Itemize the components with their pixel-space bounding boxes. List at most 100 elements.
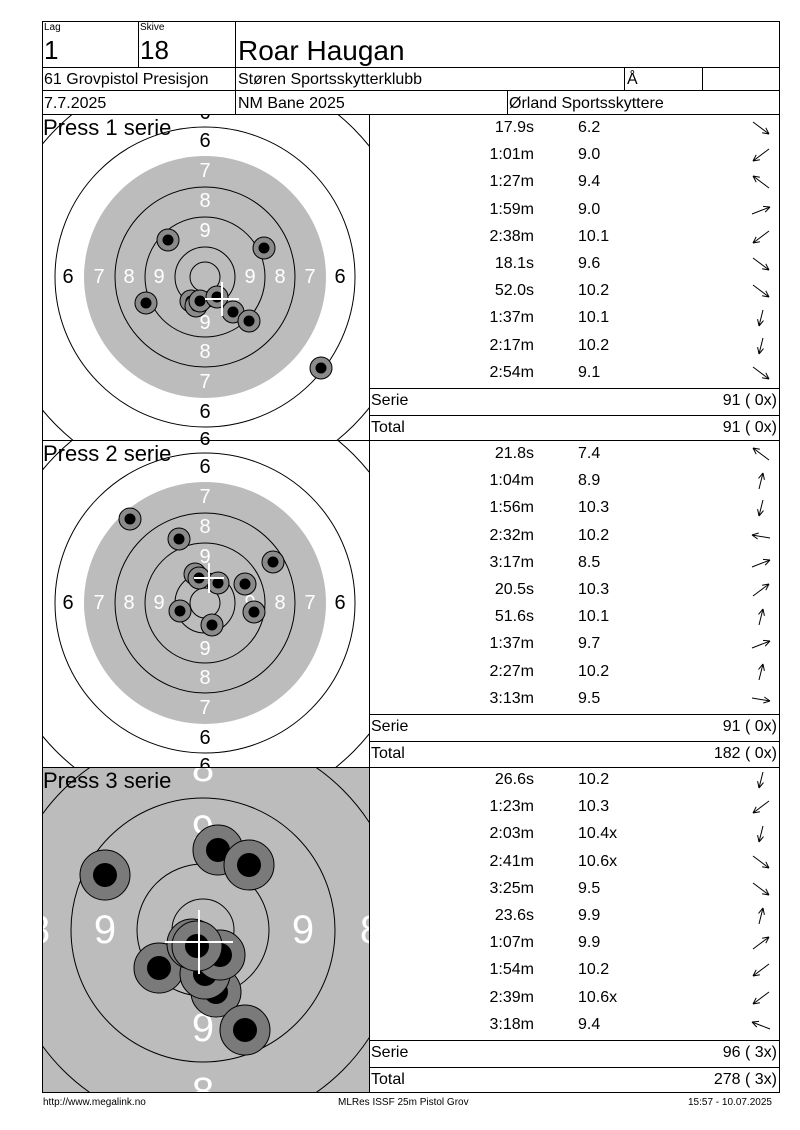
lag-value: 1: [44, 35, 59, 65]
ring-label: 7: [199, 371, 210, 393]
shooter-name: Roar Haugan: [238, 35, 405, 66]
ring-label: 9: [292, 908, 314, 952]
group-center-cross: [165, 910, 233, 974]
shot-hole: [252, 236, 276, 260]
serie-label: Serie: [371, 717, 409, 735]
shot-score: 8.5: [578, 553, 601, 571]
ring-label: 8: [123, 266, 134, 288]
shot-score: 8.9: [578, 472, 601, 490]
footer-url[interactable]: http://www.megalink.no: [43, 1097, 146, 1108]
ring-8: [114, 186, 296, 368]
shot-time: 2:39m: [489, 988, 534, 1006]
shot-time: 18.1s: [494, 255, 534, 272]
ring-label: 6: [199, 130, 210, 152]
ring-label: 9: [153, 266, 164, 288]
direction-arrow-icon: [750, 1016, 772, 1034]
panel-title: Press 3 serie: [43, 768, 172, 793]
aim-black: [84, 156, 326, 398]
shot-time: 3:18m: [489, 1015, 534, 1033]
total-label: Total: [371, 418, 405, 436]
shot-score: 10.4x: [578, 825, 618, 843]
direction-arrow-icon: [750, 499, 772, 517]
ring-label: 7: [199, 486, 210, 508]
shot-time: 2:41m: [489, 852, 534, 870]
direction-arrow-icon: [750, 472, 772, 490]
serie-value: 96 ( 3x): [722, 1043, 777, 1061]
event-date: 7.7.2025: [44, 95, 107, 112]
ring-label: 8: [199, 190, 210, 212]
footer-software: MLRes ISSF 25m Pistol Grov: [338, 1097, 469, 1108]
ring-label: 6: [62, 592, 73, 614]
ring-label: 8: [43, 908, 50, 952]
shot-score: 10.3: [578, 798, 610, 816]
shot-time: 26.6s: [494, 771, 534, 788]
direction-arrow-icon: [750, 201, 772, 219]
direction-arrow-icon: [750, 309, 772, 327]
direction-arrow-icon: [750, 663, 772, 681]
direction-arrow-icon: [750, 961, 772, 979]
shot-hole: [168, 599, 192, 623]
shot-hole: [167, 527, 191, 551]
shot-time: 1:07m: [489, 934, 534, 952]
total-value: 182 ( 0x): [713, 744, 777, 762]
direction-arrow-icon: [750, 989, 772, 1007]
direction-arrow-icon: [750, 771, 772, 789]
direction-arrow-icon: [750, 554, 772, 572]
shot-score: 10.2: [578, 662, 610, 680]
ring-9: [144, 216, 266, 338]
shot-time: 2:27m: [489, 662, 534, 680]
direction-arrow-icon: [750, 119, 772, 137]
total-row: Total 91 ( 0x): [370, 415, 780, 442]
serie-label: Serie: [371, 1043, 409, 1061]
extra-field: Å: [627, 71, 638, 88]
shot-hole: [242, 600, 266, 624]
shot-holes: [134, 228, 333, 380]
ring-8: [114, 512, 296, 694]
shot-time: 1:37m: [489, 309, 534, 327]
ring-label: 9: [94, 908, 116, 952]
ring-label: 8: [192, 768, 214, 790]
shot-hole: [233, 572, 257, 596]
shot-score: 10.3: [578, 499, 610, 517]
total-label: Total: [371, 744, 405, 762]
direction-arrow-icon: [750, 445, 772, 463]
shot-score: 9.0: [578, 146, 601, 164]
shot-row: 1:04m 8.9: [370, 468, 780, 495]
shot-time: 17.9s: [494, 119, 534, 136]
ring-6: [54, 126, 356, 428]
shot-time: 52.0s: [494, 282, 534, 300]
ring-label: 6: [334, 266, 345, 288]
event-name: NM Bane 2025: [238, 95, 345, 112]
shot-time: 1:54m: [489, 961, 534, 979]
serie-row: Serie 96 ( 3x): [370, 1040, 780, 1067]
shot-time: 1:04m: [489, 472, 534, 490]
shot-hole: [156, 228, 180, 252]
ring-label: 6: [199, 115, 210, 124]
total-value: 91 ( 0x): [722, 418, 777, 436]
shot-score: 10.2: [578, 282, 610, 300]
shot-hole: [118, 507, 142, 531]
shot-score: 9.0: [578, 200, 601, 218]
direction-arrow-icon: [750, 364, 772, 382]
shot-hole: [134, 291, 158, 315]
ring-label: 8: [274, 592, 285, 614]
panel-title: Press 1 serie: [43, 115, 172, 140]
club-name: Støren Sportsskytterklubb: [238, 71, 423, 88]
shot-score: 6.2: [578, 119, 601, 136]
shot-time: 2:32m: [489, 526, 534, 544]
direction-arrow-icon: [750, 825, 772, 843]
shot-holes: [118, 507, 285, 637]
shot-time: 51.6s: [494, 608, 534, 626]
direction-arrow-icon: [750, 282, 772, 300]
class-name: 61 Grovpistol Presisjon: [44, 71, 209, 88]
